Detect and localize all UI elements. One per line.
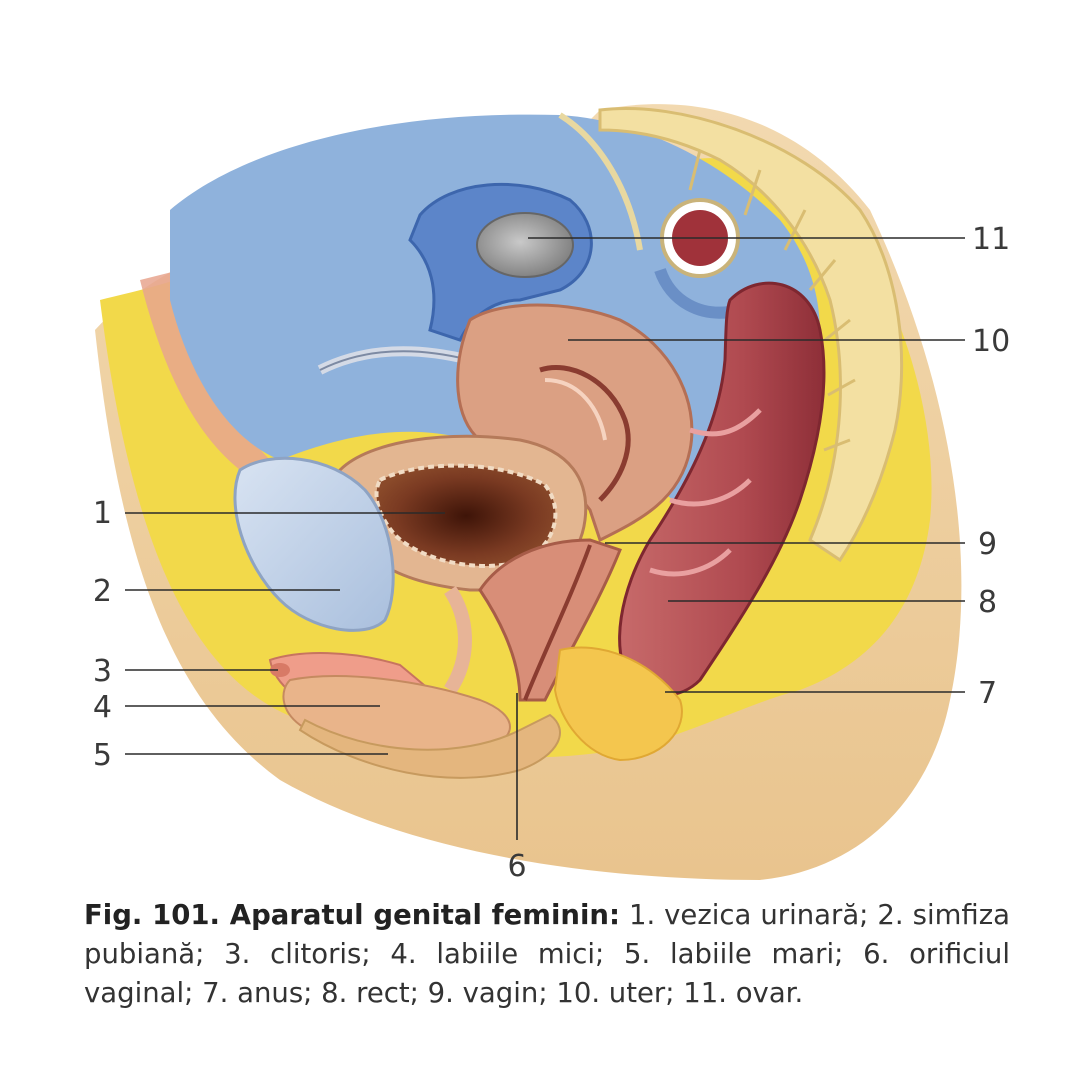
label-5: 5 (93, 738, 112, 773)
label-1: 1 (93, 496, 112, 531)
label-6: 6 (507, 849, 526, 884)
leader-lines (125, 237, 965, 840)
label-2: 2 (93, 574, 112, 609)
caption-text: 1. vezica urinară; 2. simfiza pubiană; 3… (84, 899, 1010, 1009)
label-numbers: 1 2 3 4 5 6 7 8 9 10 11 (93, 222, 1010, 884)
label-4: 4 (93, 690, 112, 725)
label-8: 8 (978, 585, 997, 620)
pubic-symphysis (233, 456, 395, 632)
caption-title: Fig. 101. Aparatul genital feminin: (84, 899, 620, 931)
sacrum (598, 106, 904, 563)
label-9: 9 (978, 527, 997, 562)
label-10: 10 (972, 324, 1010, 359)
label-3: 3 (93, 654, 112, 689)
figure-caption: Fig. 101. Aparatul genital feminin: 1. v… (84, 896, 1010, 1013)
perineum (553, 646, 683, 762)
label-11: 11 (972, 222, 1010, 257)
rectum (618, 281, 826, 697)
external-genitalia (268, 652, 561, 779)
vagina (444, 538, 622, 702)
label-7: 7 (978, 676, 997, 711)
ovary (476, 212, 574, 278)
